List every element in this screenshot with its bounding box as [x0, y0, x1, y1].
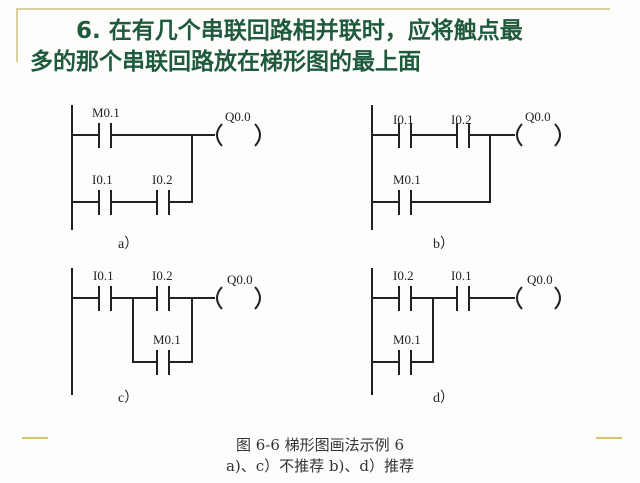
right-dash — [596, 437, 622, 439]
contact-label: I0.2 — [393, 268, 414, 283]
diagram-label: d） — [433, 390, 454, 406]
contact-label: I0.1 — [92, 172, 113, 187]
diagram-label: a） — [118, 236, 138, 252]
coil-a — [216, 123, 261, 147]
contact-label: I0.1 — [451, 268, 472, 283]
coil-label: Q0.0 — [227, 272, 253, 287]
contact-label: I0.2 — [152, 172, 173, 187]
title-line-1: 6. 在有几个串联回路相并联时，应将触点最 — [76, 18, 523, 44]
coil-c — [216, 286, 261, 310]
coil-label: Q0.0 — [225, 109, 251, 124]
diagram-b: I0.1 I0.2 M0.1 Q0.0 b） — [371, 105, 561, 252]
coil-b — [516, 123, 561, 147]
contact-label: I0.2 — [152, 268, 173, 283]
contact-label: I0.1 — [93, 268, 114, 283]
diagram-a: M0.1 I0.1 I0.2 Q0.0 a） — [71, 105, 261, 252]
coil-label: Q0.0 — [525, 109, 551, 124]
diagram-d: I0.2 I0.1 M0.1 Q0.0 d） — [371, 268, 561, 406]
top-rule — [16, 8, 610, 10]
contact-label: I0.1 — [393, 112, 414, 127]
slide-title: 6. 在有几个串联回路相并联时，应将触点最 多的那个串联回路放在梯形图的最上面 — [30, 16, 610, 78]
left-dash — [22, 437, 48, 439]
contact-label: M0.1 — [153, 332, 181, 347]
contact-label: M0.1 — [92, 105, 120, 120]
contact-label: M0.1 — [393, 332, 421, 347]
coil-d — [516, 286, 561, 310]
diagram-label: c） — [118, 390, 138, 406]
diagram-c: I0.1 I0.2 M0.1 Q0.0 c） — [71, 268, 261, 406]
contact-label: M0.1 — [393, 172, 421, 187]
coil-label: Q0.0 — [527, 272, 553, 287]
diagram-label: b） — [433, 236, 454, 252]
left-rule — [16, 8, 18, 62]
figure-caption: 图 6-6 梯形图画法示例 6 — [235, 436, 404, 454]
title-line-2: 多的那个串联回路放在梯形图的最上面 — [30, 49, 421, 75]
figure-note: a)、c）不推荐 b)、d）推荐 — [225, 457, 415, 475]
contact-label: I0.2 — [451, 112, 472, 127]
